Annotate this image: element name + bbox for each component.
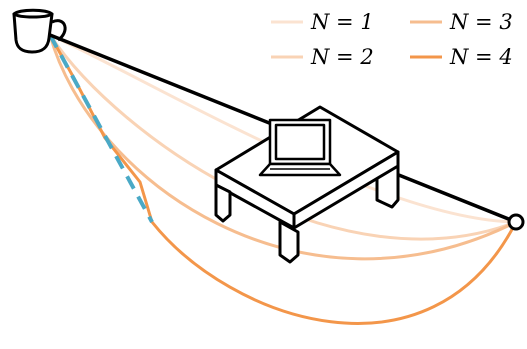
mug-icon bbox=[12, 8, 67, 54]
trajectory-n3 bbox=[48, 33, 518, 261]
legend-label: N = 1 bbox=[310, 10, 374, 34]
legend-label: N = 2 bbox=[310, 45, 374, 69]
legend-label: N = 4 bbox=[449, 45, 513, 69]
legend-label: N = 3 bbox=[449, 10, 513, 34]
legend-item-n3: N = 3 bbox=[410, 10, 513, 34]
goal-circle-icon bbox=[507, 213, 525, 231]
legend-item-n1: N = 1 bbox=[271, 10, 374, 34]
legend-item-n2: N = 2 bbox=[271, 45, 374, 69]
trajectory-n4 bbox=[48, 33, 518, 325]
laptop-icon bbox=[258, 118, 342, 177]
legend: N = 1 N = 3 N = 2 N = 4 bbox=[271, 10, 513, 69]
legend-item-n4: N = 4 bbox=[410, 45, 513, 69]
dashed-path bbox=[48, 34, 154, 223]
